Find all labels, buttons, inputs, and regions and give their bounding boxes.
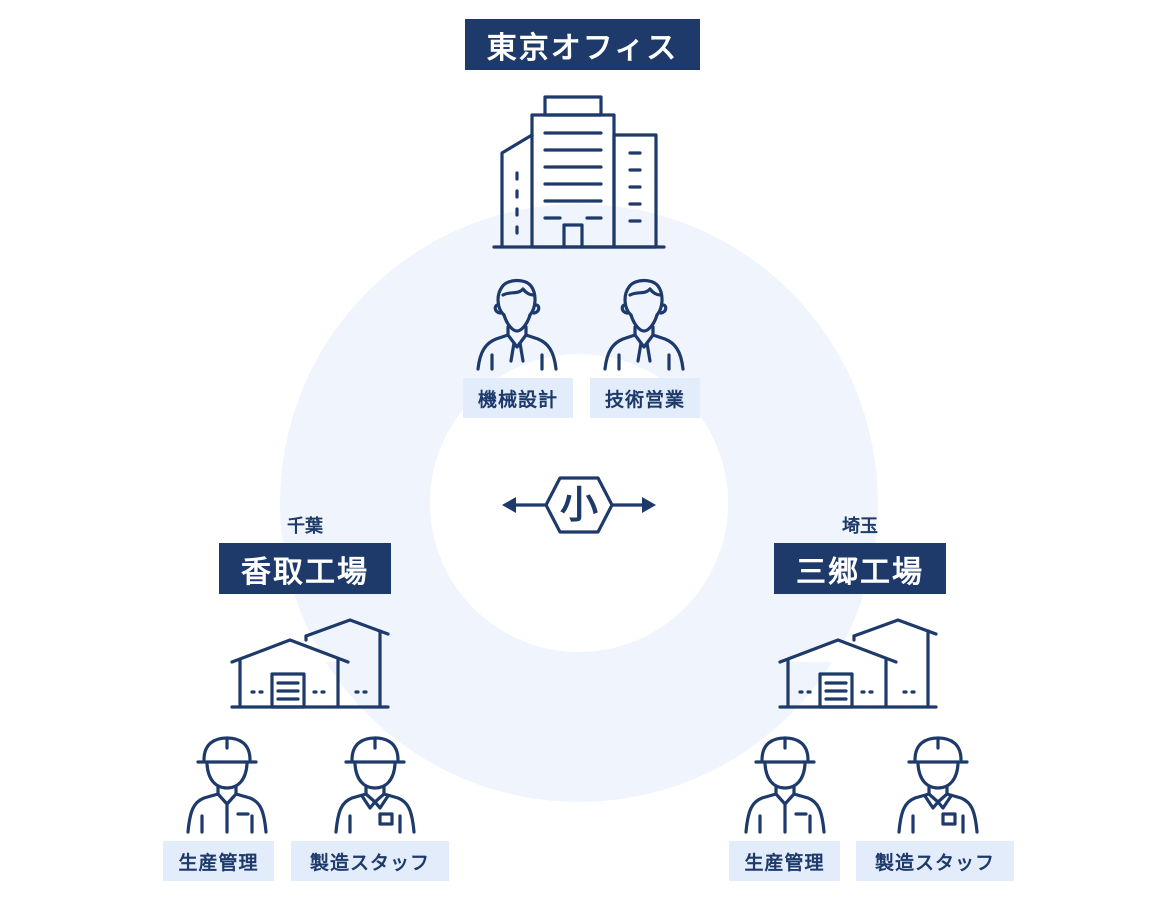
role-label-mechanical-design: 機械設計 (463, 378, 573, 418)
office-worker-icon (476, 278, 558, 371)
katori-factory-title: 香取工場 (219, 543, 391, 594)
factory-icon (230, 618, 390, 709)
misato-factory-title: 三郷工場 (774, 543, 946, 594)
factory-worker-icon (334, 736, 416, 834)
company-emblem-icon: 小 (502, 476, 656, 534)
region-label-chiba: 千葉 (287, 516, 323, 537)
office-building-icon (492, 95, 666, 249)
office-worker-icon (603, 278, 685, 371)
role-label-manufacturing-staff: 製造スタッフ (856, 841, 1014, 881)
factory-worker-icon (897, 736, 979, 834)
role-label-production-control: 生産管理 (163, 841, 274, 881)
factory-worker-icon (186, 736, 268, 834)
role-label-technical-sales: 技術営業 (590, 378, 700, 418)
factory-icon (778, 618, 938, 709)
tokyo-office-title: 東京オフィス (465, 19, 700, 70)
factory-worker-icon (744, 736, 826, 834)
role-label-manufacturing-staff: 製造スタッフ (291, 841, 449, 881)
region-label-saitama: 埼玉 (842, 516, 878, 537)
emblem-character: 小 (560, 482, 598, 527)
role-label-production-control: 生産管理 (729, 841, 840, 881)
